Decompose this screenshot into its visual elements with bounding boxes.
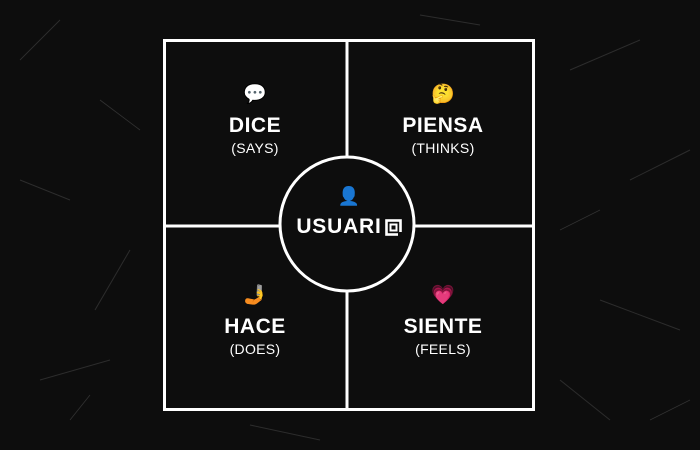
quadrant-subtitle-does: (DOES) (229, 341, 281, 357)
quadrant-title-says: DICE (228, 114, 282, 137)
speech-bubble-icon: 💬 (243, 84, 267, 105)
quadrant-title-feels: SIENTE (403, 315, 483, 338)
quadrant-title-thinks: PIENSA (402, 114, 484, 137)
quadrant-subtitle-says: (SAYS) (231, 140, 279, 156)
mobile-phone-hand-icon: 🤳 (243, 285, 267, 306)
empathy-map-frame (163, 39, 535, 411)
center-user: 👤 USUARI (279, 185, 419, 239)
quadrant-thinks: 🤔 PIENSA (THINKS) (351, 84, 535, 156)
center-circle (278, 155, 416, 293)
brand-logo-o-icon (384, 218, 402, 236)
quadrant-says: 💬 DICE (SAYS) (163, 84, 347, 156)
quadrant-title-does: HACE (224, 315, 286, 338)
center-title-text: USUARI (296, 215, 382, 238)
quadrant-does: 🤳 HACE (DOES) (163, 285, 347, 357)
sparkling-heart-icon: 💗 (431, 285, 455, 306)
quadrant-feels: 💗 SIENTE (FEELS) (351, 285, 535, 357)
center-title: USUARI (296, 215, 402, 239)
quadrant-subtitle-thinks: (THINKS) (411, 140, 475, 156)
user-silhouette-icon: 👤 (337, 186, 361, 206)
thinking-face-icon: 🤔 (431, 84, 455, 105)
quadrant-subtitle-feels: (FEELS) (415, 341, 471, 357)
empathy-map: 💬 DICE (SAYS) 🤔 PIENSA (THINKS) 🤳 HACE (… (163, 39, 535, 411)
